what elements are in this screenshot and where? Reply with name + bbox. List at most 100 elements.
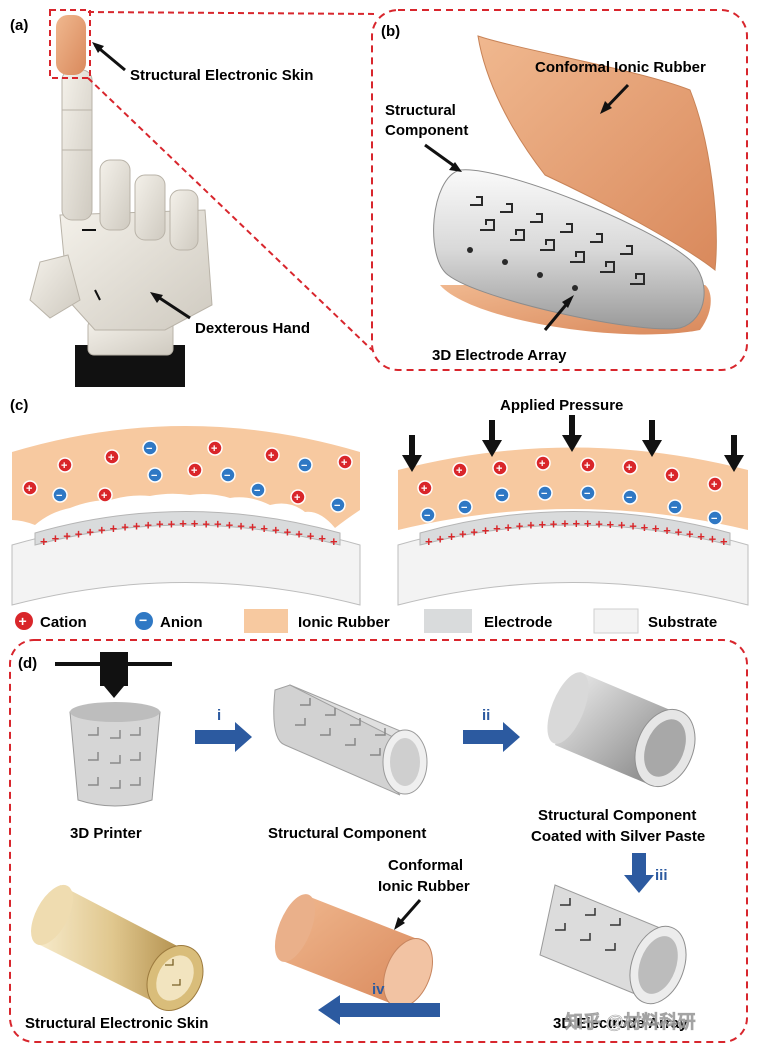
positive-charge-icon: + [663, 523, 671, 538]
callout-structural-electronic-skin: Structural Electronic Skin [130, 67, 313, 84]
ring-finger [134, 174, 166, 241]
panel-b-frame [371, 9, 748, 371]
callout-dexterous-hand: Dexterous Hand [195, 320, 310, 337]
cation-icon [535, 455, 551, 471]
positive-charge-icon: + [607, 517, 615, 532]
arrow-ii [463, 722, 520, 752]
positive-charge-icon: + [595, 516, 603, 531]
plus-sign-icon: + [211, 443, 217, 455]
positive-charge-icon: + [133, 518, 141, 533]
applied-pressure-label: Applied Pressure [500, 397, 623, 414]
positive-charge-icon: + [191, 516, 199, 531]
arrow-i-label: i [217, 707, 221, 724]
positive-charge-icon: + [470, 525, 478, 540]
positive-charge-icon: + [550, 516, 558, 531]
plus-sign-icon: + [668, 470, 674, 482]
svg-text:−: − [139, 612, 147, 628]
positive-charge-icon: + [202, 516, 210, 531]
panel-d-frame [9, 639, 748, 1043]
minus-sign-icon: − [584, 488, 590, 500]
little-finger [169, 189, 199, 251]
3d-printer [55, 652, 172, 807]
positive-charge-icon: + [538, 517, 546, 532]
cation-icon [337, 454, 353, 470]
arrow-iv-label: iv [372, 981, 385, 998]
legend: + Cation − Anion Ionic Rubber Electrode … [15, 608, 717, 634]
anion-icon [707, 510, 723, 526]
positive-charge-icon: + [573, 516, 581, 531]
anion-icon [220, 467, 236, 483]
legend-anion: Anion [160, 614, 203, 631]
conformal-rubber-sheet [477, 35, 717, 271]
positive-charge-icon: + [52, 531, 60, 546]
silver-tube [547, 672, 696, 788]
positive-charge-icon: + [516, 519, 524, 534]
minus-sign-icon: − [224, 470, 230, 482]
positive-charge-icon: + [720, 534, 728, 549]
structural-component [273, 684, 428, 796]
positive-charge-icon: + [641, 520, 649, 535]
plus-sign-icon: + [26, 483, 32, 495]
positive-charge-icon: + [459, 527, 467, 542]
step-ionic-rubber: Ionic Rubber [378, 878, 470, 895]
plus-sign-icon: + [61, 460, 67, 472]
cation-icon [622, 459, 638, 475]
plus-sign-icon: + [496, 463, 502, 475]
minus-sign-icon: − [254, 485, 260, 497]
positive-charge-icon: + [168, 516, 176, 531]
legend-substrate-swatch [593, 608, 639, 634]
positive-charge-icon: + [504, 520, 512, 535]
arrow-ii-label: ii [482, 707, 490, 724]
electrode-left [34, 511, 341, 546]
positive-charge-icon: + [249, 519, 257, 534]
positive-charge-icon: + [584, 516, 592, 531]
anion-icon [142, 440, 158, 456]
positive-charge-icon: + [295, 526, 303, 541]
anion-icon [622, 489, 638, 505]
positive-charge-icon: + [63, 529, 71, 544]
anion-icon [420, 507, 436, 523]
plus-sign-icon: + [108, 452, 114, 464]
anion-icon [537, 485, 553, 501]
ionic-rubber-right [398, 447, 748, 530]
plus-sign-icon: + [101, 490, 107, 502]
fingertip-highlight [49, 9, 91, 79]
callout-component: Component [385, 122, 468, 139]
plus-sign-icon: + [268, 450, 274, 462]
anion-icon [494, 487, 510, 503]
positive-charge-icon: + [179, 516, 187, 531]
positive-charge-icon: + [436, 531, 444, 546]
positive-charge-icon: + [86, 524, 94, 539]
callout-conformal-ionic-rubber: Conformal Ionic Rubber [535, 59, 706, 76]
cation-icon [104, 449, 120, 465]
positive-charge-icon: + [709, 531, 717, 546]
panel-a-label: (a) [10, 17, 28, 34]
electrode-pattern [470, 196, 645, 285]
callout-structural: Structural [385, 102, 456, 119]
electronic-skin-photo [31, 884, 204, 1011]
cation-icon [417, 480, 433, 496]
arrow-iii-label: iii [655, 867, 668, 884]
cation-icon [492, 460, 508, 476]
positive-charge-icon: + [448, 529, 456, 544]
middle-finger [99, 159, 131, 231]
legend-electrode: Electrode [484, 614, 552, 631]
arrow-iii [624, 853, 654, 893]
positive-charge-icon: + [144, 517, 152, 532]
minus-sign-icon: − [711, 513, 717, 525]
fingertip-skin [56, 15, 86, 75]
cation-icon [187, 462, 203, 478]
positive-charge-icon: + [214, 517, 222, 532]
cation-icon [97, 487, 113, 503]
electrode-right [419, 511, 731, 546]
cation-icon [664, 467, 680, 483]
anion-icon [297, 457, 313, 473]
plus-sign-icon: + [294, 492, 300, 504]
watermark: 知乎 @材料科研 [565, 1011, 696, 1032]
positive-charge-icon: + [330, 534, 338, 549]
anion-icon [250, 482, 266, 498]
minus-sign-icon: − [301, 460, 307, 472]
positive-charge-icon: + [284, 524, 292, 539]
positive-charge-icon: + [110, 521, 118, 536]
